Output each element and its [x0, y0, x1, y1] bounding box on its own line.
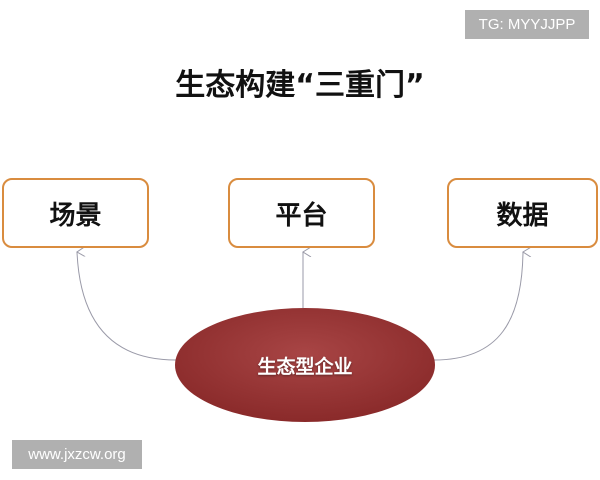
page-title: 生态构建“三重门”	[175, 68, 425, 103]
watermark-bottom: www.jxzcw.org	[12, 440, 142, 469]
box-platform: 平台	[228, 178, 375, 248]
arrow-to-scene	[77, 252, 177, 361]
center-ellipse	[175, 308, 435, 422]
center-label: 生态型企业	[257, 355, 353, 378]
box-scene: 场景	[2, 178, 149, 248]
arrow-to-data	[433, 252, 523, 361]
watermark-top: TG: MYYJJPP	[465, 10, 589, 39]
box-data: 数据	[447, 178, 598, 248]
